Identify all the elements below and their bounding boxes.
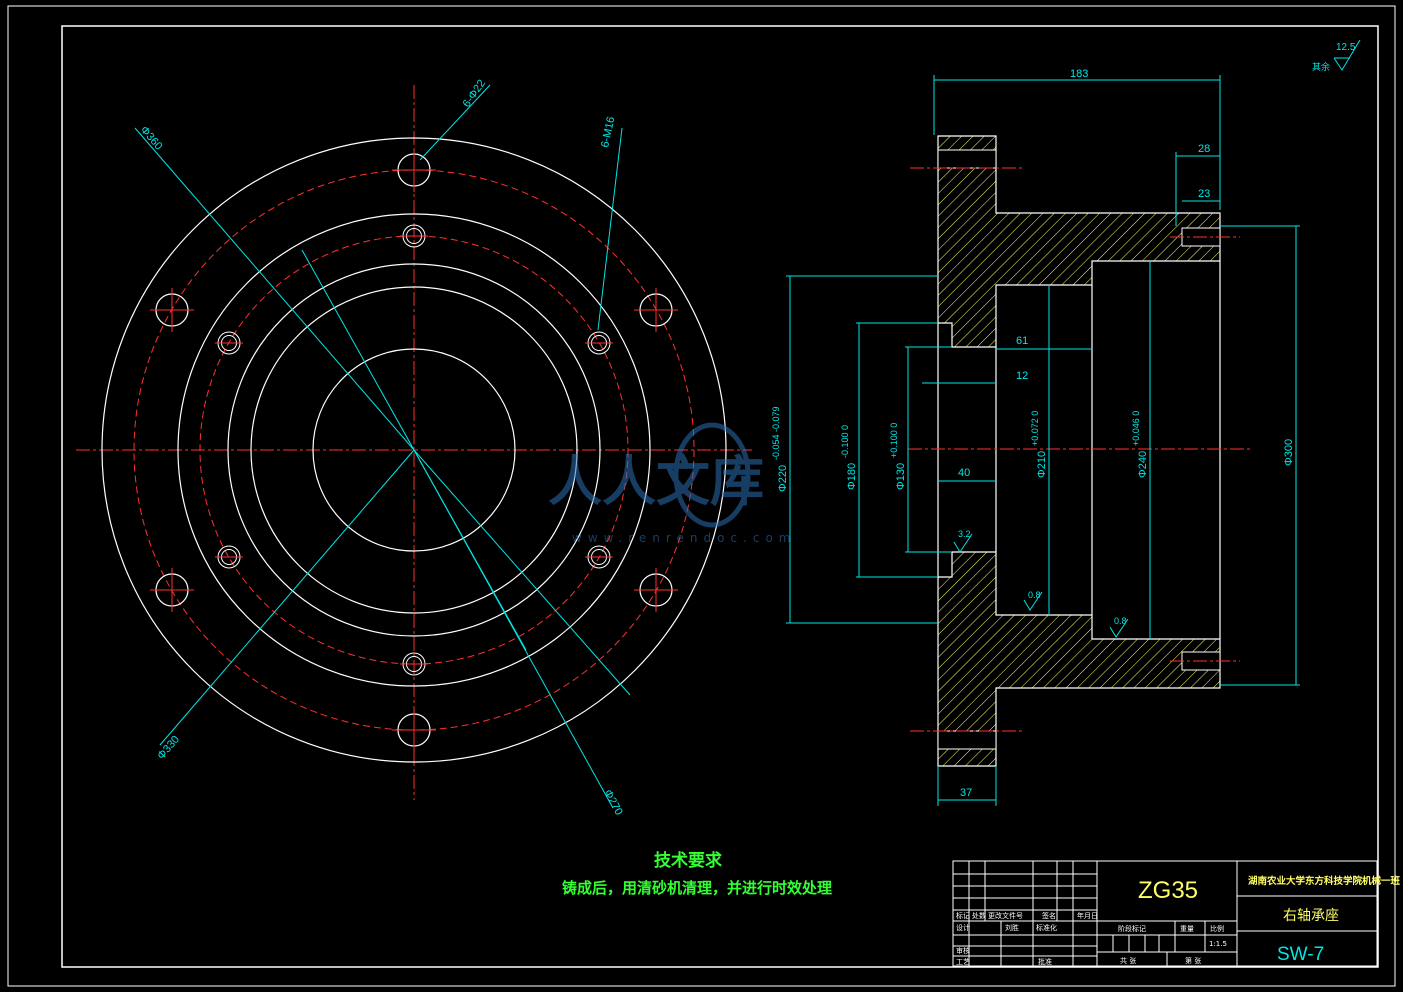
label-scale: 比例 [1210, 924, 1224, 933]
drawing-number: SW-7 [1277, 944, 1324, 965]
dim-6-phi22: 6-Φ22 [461, 78, 488, 110]
watermark-brand: 人人文库 [548, 450, 764, 513]
title-block [952, 860, 1378, 967]
roughness-mark-2: 0.8 [1028, 590, 1041, 600]
label-weight: 重量 [1180, 925, 1194, 933]
roughness-symbols [953, 39, 1361, 638]
label-sheet-no: 第 张 [1185, 956, 1201, 965]
label-design: 设计 [956, 923, 970, 932]
watermark-url: www.renrendoc.com [572, 531, 796, 545]
dim-phi360: Φ360 [138, 124, 165, 152]
label-approve: 批准 [1038, 957, 1052, 966]
label-sheets-total: 共 张 [1120, 956, 1136, 965]
inner-frame [61, 25, 1379, 968]
dim-phi210-tol: +0.072 0 [1030, 411, 1040, 446]
label-sign: 签名 [1042, 911, 1056, 920]
dim-23: 23 [1198, 188, 1210, 200]
label-mark: 标记 [956, 911, 970, 920]
dim-phi130: Φ130 [895, 463, 907, 490]
roughness-general-label: 其余 [1312, 61, 1330, 72]
school: 湖南农业大学东方科技学院机械一班 [1248, 875, 1401, 887]
material: ZG35 [1138, 877, 1198, 904]
label-review: 审核 [956, 946, 970, 955]
dim-37: 37 [960, 787, 972, 799]
label-stage-mark: 阶段标记 [1118, 924, 1146, 933]
watermark: 人人文库 www.renrendoc.com [548, 422, 796, 545]
section-view [786, 75, 1300, 806]
dim-6-m16: 6-M16 [599, 116, 617, 149]
scale: 1:1.5 [1209, 940, 1227, 948]
label-qty: 处数 [972, 911, 986, 920]
dim-phi330: Φ330 [155, 734, 182, 762]
dim-phi240-tol: +0.046 0 [1131, 411, 1141, 446]
roughness-mark-1: 3.2 [958, 529, 971, 539]
tech-req-body: 铸成后，用清砂机清理，并进行时效处理 [562, 879, 832, 897]
label-standard: 标准化 [1036, 923, 1057, 932]
dim-phi240: Φ240 [1137, 451, 1149, 478]
dim-phi300: Φ300 [1283, 439, 1295, 466]
label-date: 年月日 [1077, 911, 1098, 920]
dim-40: 40 [958, 467, 970, 479]
front-view [76, 84, 752, 809]
label-change-doc: 更改文件号 [988, 911, 1023, 920]
dim-61: 61 [1016, 335, 1028, 347]
dim-phi130-tol: +0.100 0 [889, 423, 899, 458]
dim-183: 183 [1070, 68, 1088, 80]
tech-req-heading: 技术要求 [654, 850, 722, 871]
outer-border [7, 5, 1396, 987]
dim-phi220: Φ220 [777, 465, 789, 492]
dim-phi220-tol: -0.054 -0.079 [771, 406, 781, 460]
dim-28: 28 [1198, 143, 1210, 155]
dim-phi270: Φ270 [601, 788, 624, 818]
label-process: 工艺 [956, 958, 970, 966]
dim-phi210: Φ210 [1036, 451, 1048, 478]
dim-12: 12 [1016, 370, 1028, 382]
dim-phi180-tol: -0.100 0 [840, 425, 850, 458]
dim-phi180: Φ180 [846, 463, 858, 490]
roughness-mark-3: 0.8 [1114, 616, 1127, 626]
part-name: 右轴承座 [1283, 908, 1339, 924]
designer: 刘胜 [1005, 923, 1019, 932]
roughness-general-value: 12.5 [1336, 42, 1356, 53]
